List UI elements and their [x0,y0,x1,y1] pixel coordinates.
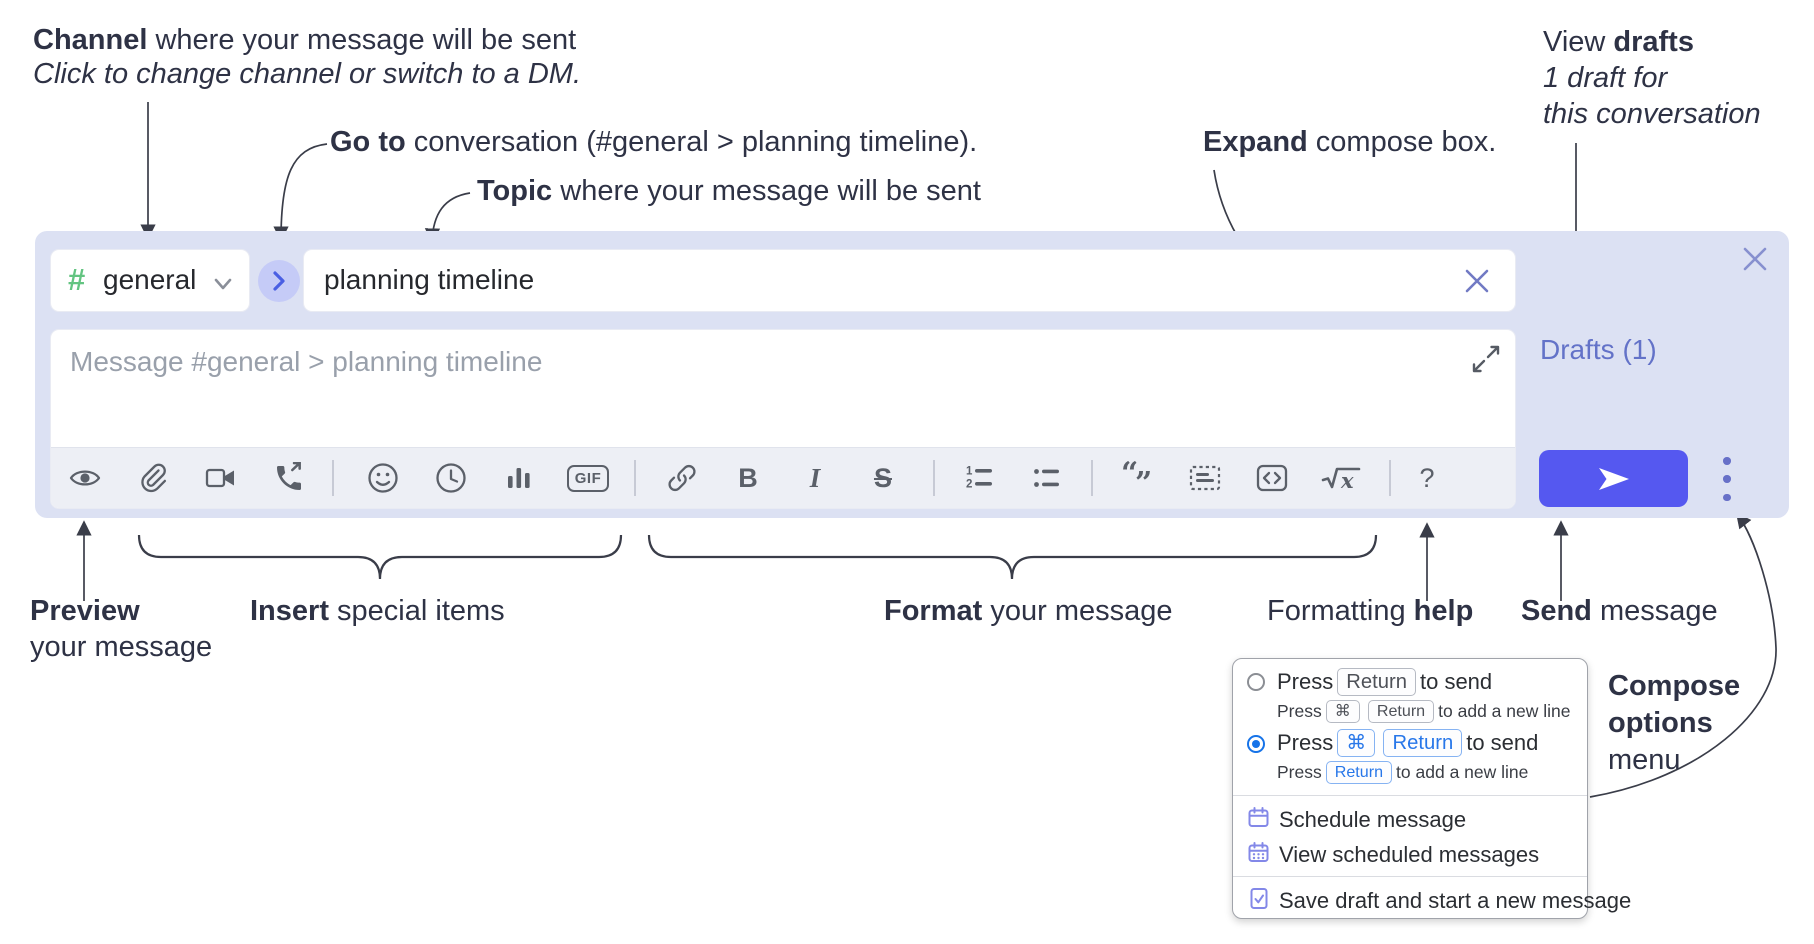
calendar-dots-icon [1248,842,1269,862]
cmd-keycap: ⌘ [1337,729,1376,758]
expand-annotation: Expand compose box. [1203,126,1497,158]
view-drafts-annotation: View drafts [1543,26,1694,58]
global-time-icon[interactable] [430,457,472,499]
chevron-down-icon [214,278,232,290]
toolbar-divider [332,460,334,496]
toolbar-divider [1389,460,1391,496]
topic-input[interactable]: planning timeline [303,249,1516,312]
goto-connector [273,143,328,242]
link-icon[interactable] [661,457,703,499]
compose-options-annotation: Compose options menu [1608,670,1741,776]
message-placeholder: Message #general > planning timeline [70,346,543,377]
return-keycap: Return [1337,668,1416,697]
spoiler-icon[interactable] [1184,457,1226,499]
insert-brace [137,534,623,580]
attach-file-icon[interactable] [132,457,174,499]
send-plane-icon [1598,467,1629,490]
channel-hash-icon: # [68,262,86,297]
insert-annotation: Insert special items [250,595,505,627]
math-icon[interactable]: x [1315,457,1367,499]
svg-text:x: x [1340,468,1354,493]
strikethrough-icon[interactable]: S [873,462,892,493]
gif-icon[interactable]: GIF [562,457,614,499]
toolbar-divider [1091,460,1093,496]
message-input[interactable]: Message #general > planning timeline [50,329,1516,509]
menu-divider [1233,876,1587,877]
clear-topic-icon[interactable] [1464,268,1490,294]
channel-selector[interactable]: # general [50,249,250,312]
format-annotation: Format your message [884,595,1173,627]
preview-eye-icon[interactable] [64,457,106,499]
svg-text:”: ” [1135,466,1152,495]
svg-text:2: 2 [966,479,972,491]
drafts-link[interactable]: Drafts (1) [1540,334,1657,365]
close-compose-icon[interactable] [1742,246,1768,272]
view-drafts-annotation-l3: this conversation [1543,98,1761,130]
menu-item-view-scheduled[interactable]: View scheduled messages [1279,842,1540,867]
audio-call-icon[interactable] [268,457,310,499]
quote-icon[interactable]: “” [1117,457,1159,499]
radio-return-to-send[interactable] [1247,673,1265,691]
compose-options-kebab-icon[interactable] [1714,457,1740,501]
return-keycap: Return [1325,761,1393,784]
formatting-help-annotation: Formatting help [1267,595,1474,627]
menu-item-save-draft[interactable]: Save draft and start a new message [1279,888,1632,913]
svg-text:“: “ [1121,461,1138,491]
compose-box: # general planning timeline Message #gen… [35,231,1789,518]
cmd-keycap: ⌘ [1325,700,1360,723]
topic-annotation: Topic where your message will be sent [477,175,981,207]
radio-cmd-return-to-send[interactable] [1247,735,1265,753]
send-annotation: Send message [1521,595,1718,627]
code-icon[interactable] [1251,457,1293,499]
poll-icon[interactable] [498,457,540,499]
video-call-icon[interactable] [200,457,242,499]
svg-text:1: 1 [966,466,973,478]
preview-annotation: Preview [30,595,140,627]
topic-value: planning timeline [324,264,535,295]
calendar-icon [1248,807,1269,827]
send-button[interactable] [1539,450,1688,507]
expand-compose-icon[interactable] [1471,344,1501,374]
channel-annotation-sub: Click to change channel or switch to a D… [33,58,582,90]
menu-item-schedule-message[interactable]: Schedule message [1279,807,1467,832]
file-check-icon [1250,888,1268,909]
emoji-icon[interactable] [362,457,404,499]
channel-annotation: Channel where your message will be sent [33,24,577,56]
italic-icon[interactable]: I [809,462,821,493]
goto-annotation: Go to conversation (#general > planning … [330,126,978,158]
menu-divider [1233,795,1587,796]
format-brace [647,534,1378,580]
chevron-right-icon [273,271,285,291]
toolbar-divider [634,460,636,496]
preview-annotation-l2: your message [30,631,213,663]
channel-name: general [103,264,197,295]
return-keycap: Return [1367,700,1435,723]
toolbar-divider [933,460,935,496]
view-drafts-annotation-l2: 1 draft for [1543,62,1668,94]
go-to-conversation-button[interactable] [258,260,300,302]
bold-icon[interactable]: B [738,462,758,493]
formatting-help-icon[interactable]: ? [1419,462,1435,493]
bulleted-list-icon[interactable] [1026,457,1068,499]
return-keycap: Return [1383,729,1463,758]
